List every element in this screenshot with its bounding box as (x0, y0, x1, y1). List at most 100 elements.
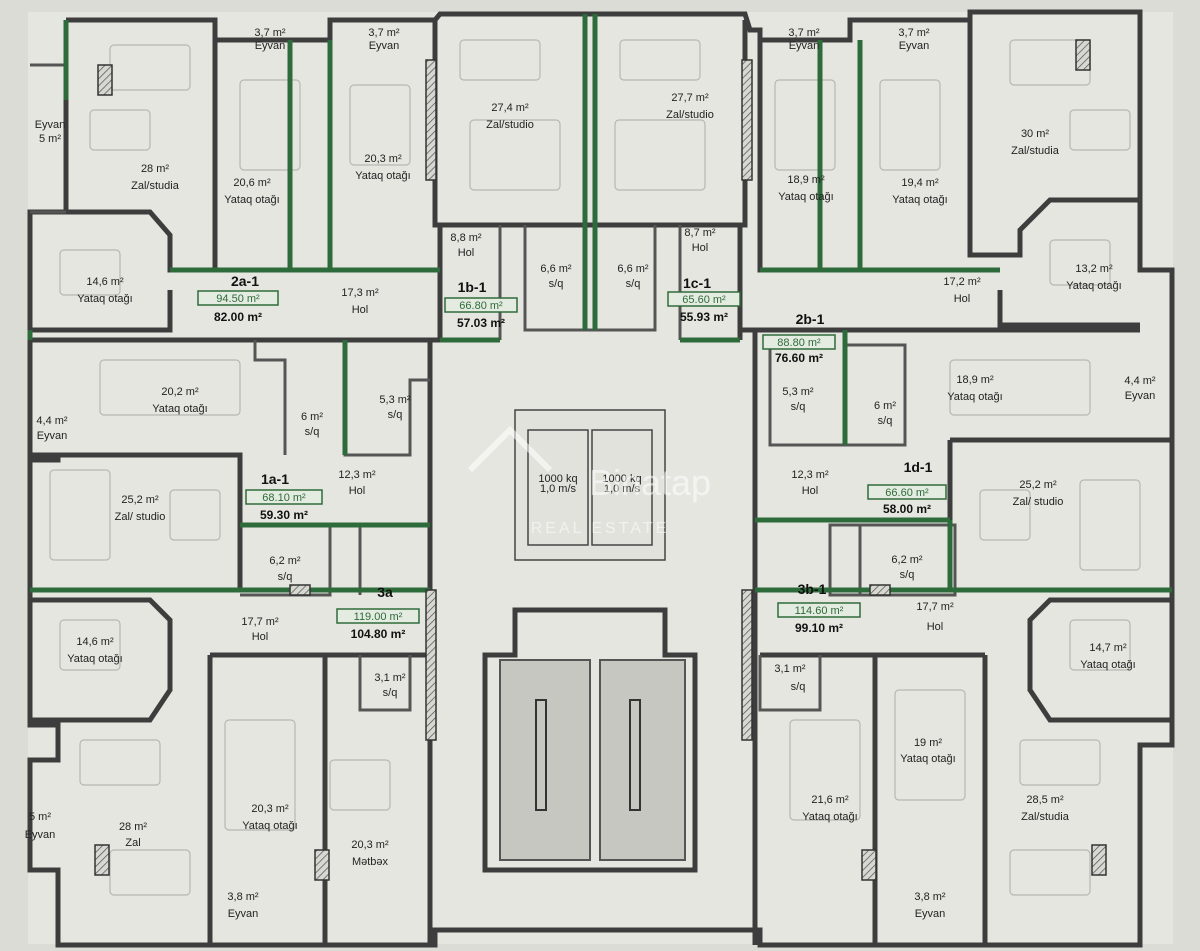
unit-3b-1: 3b-1 114.60 m² 99.10 m² (777, 581, 861, 635)
room-area: 19 m² (914, 737, 942, 749)
unit-1b-1: 1b-1 66.80 m² 57.03 m² (444, 279, 518, 330)
room-name: Eyvan (915, 908, 946, 920)
room-name: Eyvan (25, 829, 56, 841)
room-name: Yataq otağı (224, 194, 279, 206)
elevator-block: 1000 kq 1,0 m/s 1000 kq 1,0 m/s (514, 409, 666, 561)
room-name: Yataq otağı (1080, 659, 1135, 671)
room-area: 27,7 m² (671, 92, 709, 104)
unit-2a-1: 2a-1 94.50 m² 82.00 m² (197, 273, 279, 324)
room-area: 19,4 m² (901, 177, 939, 189)
elevator-2-capacity: 1000 kq (602, 473, 641, 485)
room-name: Yataq otağı (77, 293, 132, 305)
room-area: 5,3 m² (379, 394, 411, 406)
room-name: Yataq otağı (947, 391, 1002, 403)
stair-flight-right (599, 659, 686, 861)
room-area: 14,7 m² (1089, 642, 1127, 654)
room-name: Hol (692, 242, 709, 254)
room-area: 25,2 m² (121, 494, 159, 506)
room-name: Eyvan (1125, 390, 1156, 402)
unit-1c-1: 1c-1 65.60 m² 55.93 m² (667, 275, 741, 324)
room-area: 12,3 m² (791, 469, 829, 481)
room-area: 3,7 m² (898, 27, 930, 39)
watermark-tagline: REAL ESTATE (531, 520, 670, 537)
room-name: Zal/studio (486, 119, 534, 131)
room-name: Hol (349, 485, 366, 497)
room-area: 17,7 m² (916, 601, 954, 613)
unit-total-area: 66.60 m² (885, 487, 929, 499)
room-area: 5,3 m² (782, 386, 814, 398)
unit-code: 2b-1 (796, 311, 825, 327)
room-area: 30 m² (1021, 128, 1049, 140)
unit-code: 3b-1 (798, 581, 827, 597)
unit-3a: 3a 119.00 m² 104.80 m² (336, 584, 420, 641)
room-name: Hol (802, 485, 819, 497)
unit-net-area: 55.93 m² (680, 310, 728, 324)
room-name: Hol (458, 247, 475, 259)
room-name: Eyvan (37, 430, 68, 442)
room-name: Zal/studia (131, 180, 180, 192)
room-name: Zal/ studio (1013, 496, 1064, 508)
unit-1d-1: 1d-1 66.60 m² 58.00 m² (867, 459, 947, 516)
room-area: 3,7 m² (788, 27, 820, 39)
unit-net-area: 82.00 m² (214, 310, 262, 324)
room-name: Zal/studia (1021, 811, 1070, 823)
watermark-brand: Binatap (589, 462, 711, 503)
elevator-1-speed: 1,0 m/s (540, 483, 577, 495)
room-area: 14,6 m² (76, 636, 114, 648)
room-name: Yataq otağı (900, 753, 955, 765)
unit-total-area: 119.00 m² (354, 611, 403, 623)
ventilation-shafts (94, 39, 1107, 881)
room-area: 5 m² (29, 811, 51, 823)
room-area: 25,2 m² (1019, 479, 1057, 491)
room-area: 20,2 m² (161, 386, 199, 398)
unit-code: 1d-1 (904, 459, 933, 475)
unit-net-area: 57.03 m² (457, 316, 505, 330)
room-name: Eyvan (899, 40, 930, 52)
room-name: s/q (278, 571, 293, 583)
room-area: 6 m² (301, 411, 323, 423)
unit-total-area: 68.10 m² (262, 492, 306, 504)
room-area: 6,6 m² (617, 263, 649, 275)
furniture-layer (49, 39, 1141, 896)
room-area: 4,4 m² (1124, 375, 1156, 387)
room-area: 20,6 m² (233, 177, 271, 189)
room-name: Zal (125, 837, 140, 849)
room-area: 3,8 m² (227, 891, 259, 903)
unit-net-area: 104.80 m² (351, 627, 406, 641)
unit-net-area: 59.30 m² (260, 508, 308, 522)
elevator-2-speed: 1,0 m/s (604, 483, 641, 495)
unit-1a-1: 1a-1 68.10 m² 59.30 m² (245, 471, 323, 522)
room-area: 18,9 m² (787, 174, 825, 186)
room-area: 3,7 m² (254, 27, 286, 39)
watermark: Binatap REAL ESTATE (467, 425, 711, 537)
room-area: 28 m² (141, 163, 169, 175)
room-name: s/q (878, 415, 893, 427)
room-area: 17,3 m² (341, 287, 379, 299)
room-area: 8,7 m² (684, 227, 716, 239)
room-area: 4,4 m² (36, 415, 68, 427)
unit-code: 1a-1 (261, 471, 289, 487)
room-labels: 3,7 m² Eyvan 3,7 m² Eyvan 3,7 m² Eyvan 3… (25, 27, 1156, 920)
room-area: 18,9 m² (956, 374, 994, 386)
room-name: Yataq otağı (1066, 280, 1121, 292)
unit-total-area: 94.50 m² (216, 293, 260, 305)
room-name: s/q (791, 401, 806, 413)
room-name: Hol (252, 631, 269, 643)
room-area: 5 m² (39, 133, 61, 145)
room-name: Yataq otağı (152, 403, 207, 415)
room-name: Eyvan (228, 908, 259, 920)
room-name: Yataq otağı (802, 811, 857, 823)
room-name: Eyvan (369, 40, 400, 52)
elevator-car-1 (527, 429, 589, 546)
unit-total-area: 114.60 m² (795, 605, 844, 617)
room-name: Eyvan (789, 40, 820, 52)
room-area: 20,3 m² (251, 803, 289, 815)
room-area: 21,6 m² (811, 794, 849, 806)
unit-net-area: 58.00 m² (883, 502, 931, 516)
room-area: 3,7 m² (368, 27, 400, 39)
room-area: 3,8 m² (914, 891, 946, 903)
room-area: 6 m² (874, 400, 896, 412)
room-name: s/q (626, 278, 641, 290)
unit-total-area: 88.80 m² (777, 337, 821, 349)
